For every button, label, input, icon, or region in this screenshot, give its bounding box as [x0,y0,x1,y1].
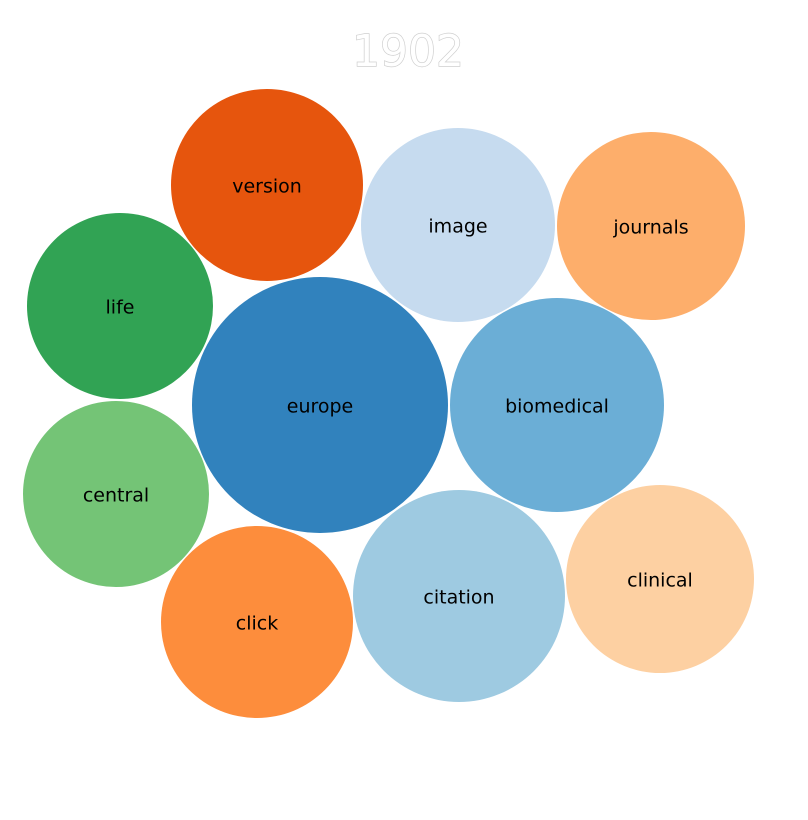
bubble-label-version: version [232,176,302,198]
bubble-click: click [161,526,353,718]
chart-title: 1902 [352,26,464,77]
bubble-image: image [361,128,555,322]
bubble-label-clinical: clinical [627,570,693,592]
bubble-label-europe: europe [287,396,354,418]
bubble-label-life: life [106,297,135,319]
bubble-clinical: clinical [566,485,754,673]
bubble-circle-clinical [566,485,754,673]
bubble-label-central: central [83,485,149,507]
bubble-circle-click [161,526,353,718]
bubble-circle-journals [557,132,745,320]
bubble-journals: journals [557,132,745,320]
bubble-version: version [171,89,363,281]
bubble-label-journals: journals [612,217,688,239]
bubble-circle-life [27,213,213,399]
bubble-circle-citation [353,490,565,702]
bubble-central: central [23,401,209,587]
bubble-label-click: click [236,613,278,635]
bubble-group: europe biomedical citation image version clic… [23,89,754,718]
bubble-circle-biomedical [450,298,664,512]
bubble-europe: europe [192,277,448,533]
bubble-circle-image [361,128,555,322]
bubble-circle-europe [192,277,448,533]
bubble-circle-version [171,89,363,281]
bubble-life: life [27,213,213,399]
bubble-label-biomedical: biomedical [505,396,609,418]
bubble-circle-central [23,401,209,587]
bubble-biomedical: biomedical [450,298,664,512]
bubble-label-image: image [428,216,487,238]
bubble-label-citation: citation [423,587,494,609]
bubble-citation: citation [353,490,565,702]
